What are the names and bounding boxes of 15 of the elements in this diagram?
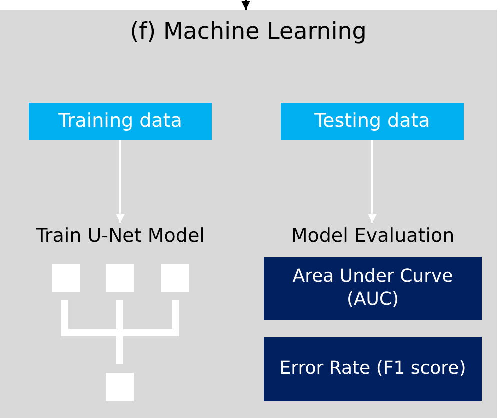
arrow (116, 140, 125, 223)
box-label: Testing data (314, 110, 430, 134)
metric-box (264, 257, 482, 320)
panel (0, 10, 497, 418)
step-label: Train U-Net Model (6, 223, 235, 251)
box-label: Area Under Curve (AUC) (292, 266, 454, 311)
metric-box (264, 337, 482, 401)
box-label: Error Rate (F1 score) (280, 358, 466, 380)
arrow (242, 0, 250, 10)
box-label: Training data (58, 110, 182, 134)
panel-title: (f) Machine Learning (130, 18, 367, 47)
data-box (29, 103, 212, 140)
arrow (368, 140, 377, 223)
step-label: Model Evaluation (264, 223, 482, 251)
data-box (281, 103, 464, 140)
